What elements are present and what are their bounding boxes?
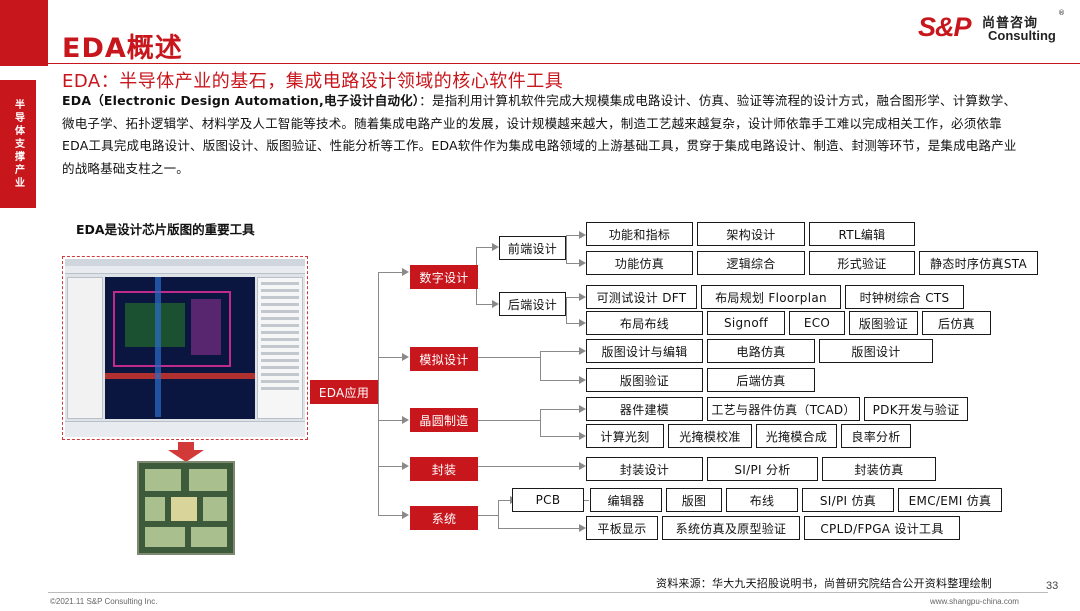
footer-website: www.shangpu-china.com: [930, 597, 1019, 606]
logo-en: Consulting: [988, 28, 1056, 43]
node-an-circuit-sim: 电路仿真: [707, 339, 815, 363]
node-wf-mask-synth: 光掩模合成: [756, 424, 837, 448]
node-an-layout-verify: 版图验证: [586, 368, 703, 392]
page-number: 33: [1046, 580, 1059, 592]
node-fe-arch: 架构设计: [697, 222, 805, 246]
node-wafer-manufacturing: 晶圆制造: [410, 408, 478, 432]
intro-body: ：是指利用计算机软件完成大规模集成电路设计、仿真、验证等流程的设计方式，融合图形…: [62, 93, 1017, 176]
registered-icon: ®: [1058, 9, 1065, 17]
logo-mark: S&P: [918, 12, 972, 42]
node-an-layout-design: 版图设计: [819, 339, 933, 363]
source-note: 资料来源：华大九天招股说明书，尚普研究院结合公开资料整理绘制: [656, 577, 992, 590]
down-arrow-icon: [168, 442, 204, 462]
node-wf-device-model: 器件建模: [586, 397, 703, 421]
node-be-place-route: 布局布线: [586, 311, 703, 335]
node-pcb: PCB: [512, 488, 584, 512]
footer-copyright: ©2021.11 S&P Consulting Inc.: [50, 597, 158, 606]
eda-software-screenshot: [62, 256, 308, 440]
node-be-eco: ECO: [789, 311, 845, 335]
tree-trunk-line: [378, 272, 379, 515]
node-sy-editor: 编辑器: [590, 488, 662, 512]
diagram-caption: EDA是设计芯片版图的重要工具: [76, 222, 255, 237]
page-title: EDA概述: [62, 33, 183, 64]
header-accent-block: [0, 0, 48, 66]
node-fe-sta: 静态时序仿真STA: [919, 251, 1038, 275]
node-fe-logic-synth: 逻辑综合: [697, 251, 805, 275]
node-fe-formal: 形式验证: [809, 251, 915, 275]
node-be-signoff: Signoff: [707, 311, 785, 335]
node-an-backend-sim: 后端仿真: [707, 368, 815, 392]
intro-paragraph: EDA（Electronic Design Automation,电子设计自动化…: [62, 90, 1020, 180]
node-fe-func-sim: 功能仿真: [586, 251, 693, 275]
node-system: 系统: [410, 506, 478, 530]
node-pk-design: 封装设计: [586, 457, 703, 481]
node-an-layout-edit: 版图设计与编辑: [586, 339, 703, 363]
node-packaging: 封装: [410, 457, 478, 481]
section-side-tab: 半导体支撑产业: [0, 80, 36, 208]
node-wf-pdk: PDK开发与验证: [864, 397, 968, 421]
node-sy-sipi-sim: SI/PI 仿真: [802, 488, 894, 512]
node-digital-design: 数字设计: [410, 265, 478, 289]
node-wf-mask-calib: 光掩模校准: [668, 424, 752, 448]
node-sy-emc: EMC/EMI 仿真: [898, 488, 1002, 512]
title-divider: [48, 63, 1080, 64]
node-wf-tcad: 工艺与器件仿真（TCAD）: [707, 397, 860, 421]
logo-cn: 尚普咨询: [982, 16, 1039, 31]
intro-lead: EDA（Electronic Design Automation,电子设计自动化…: [62, 93, 420, 108]
node-sy-flat-panel: 平板显示: [586, 516, 658, 540]
node-be-dft: 可测试设计 DFT: [586, 285, 697, 309]
node-sy-system-sim: 系统仿真及原型验证: [662, 516, 800, 540]
node-pk-sipi: SI/PI 分析: [707, 457, 818, 481]
node-wf-yield: 良率分析: [841, 424, 911, 448]
chip-die-image: [137, 461, 235, 555]
node-be-floorplan: 布局规划 Floorplan: [701, 285, 841, 309]
node-be-layout-verify: 版图验证: [849, 311, 918, 335]
node-sy-layout: 版图: [666, 488, 722, 512]
subtitle: EDA：半导体产业的基石，集成电路设计领域的核心软件工具: [62, 71, 564, 92]
node-wf-litho: 计算光刻: [586, 424, 664, 448]
company-logo: S&P 尚普咨询 Consulting ®: [918, 9, 1066, 43]
footer-divider: [48, 592, 1048, 593]
layout-canvas: [105, 277, 255, 419]
node-sy-routing: 布线: [726, 488, 798, 512]
node-eda-application: EDA应用: [310, 380, 378, 404]
node-pk-sim: 封装仿真: [822, 457, 936, 481]
node-fe-spec: 功能和指标: [586, 222, 693, 246]
node-be-cts: 时钟树综合 CTS: [845, 285, 964, 309]
node-sy-cpld-fpga: CPLD/FPGA 设计工具: [804, 516, 960, 540]
node-analog-design: 模拟设计: [410, 347, 478, 371]
node-be-post-sim: 后仿真: [922, 311, 991, 335]
node-fe-rtl: RTL编辑: [809, 222, 915, 246]
node-frontend-design: 前端设计: [499, 236, 566, 260]
node-backend-design: 后端设计: [499, 292, 566, 316]
